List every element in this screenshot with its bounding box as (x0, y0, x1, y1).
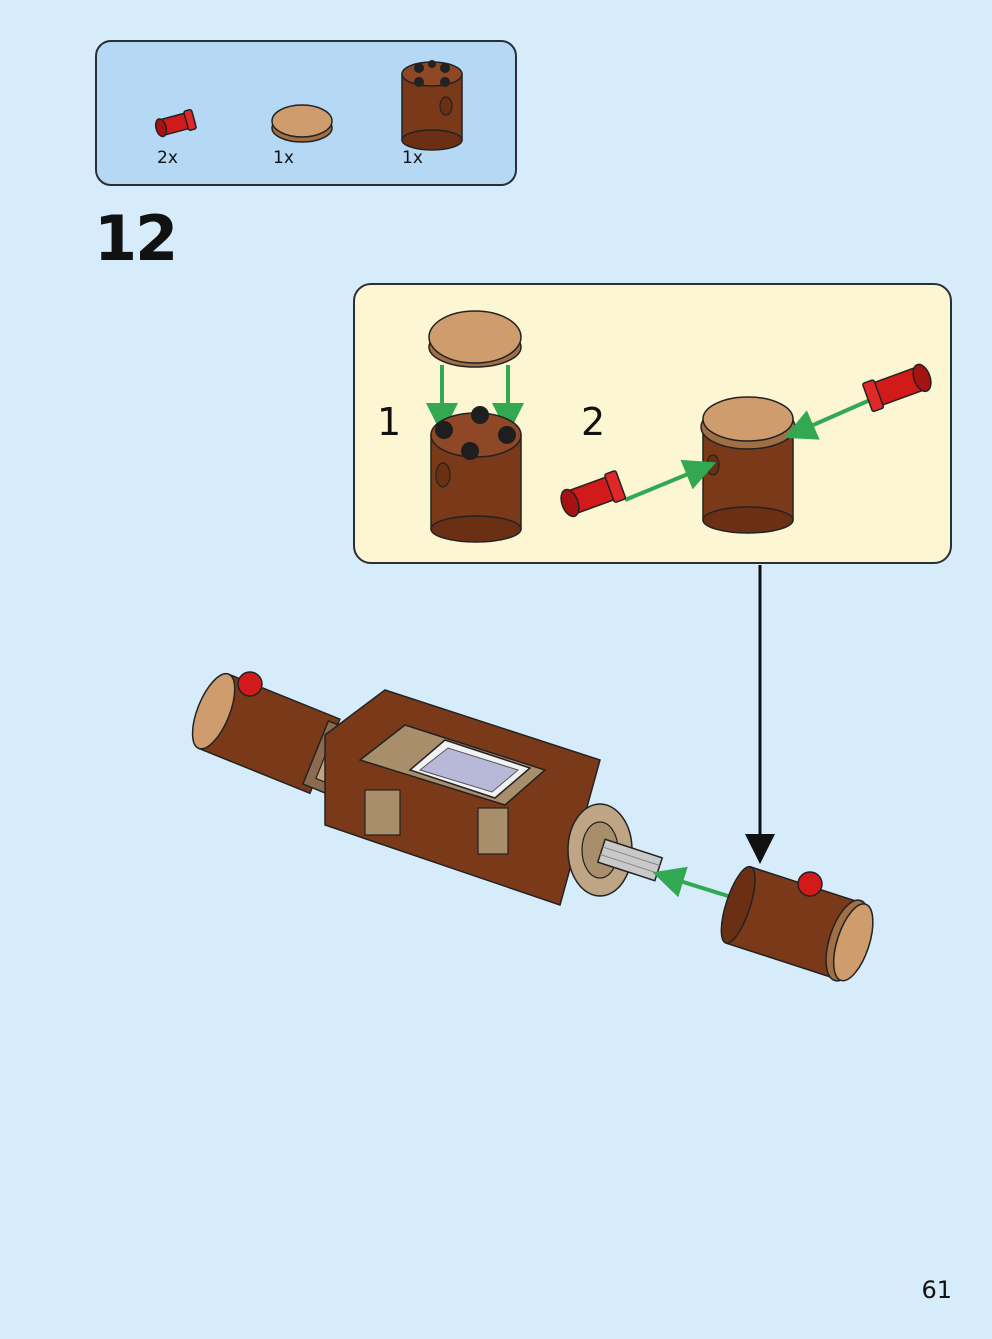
parts-illustrations (154, 60, 463, 151)
green-arrow-icon (784, 398, 871, 440)
green-arrow-icon (652, 866, 729, 898)
grey-axle-icon (596, 838, 664, 882)
sub-assembly-box: 1 2 (353, 283, 952, 564)
parts-list-box: 2x 1x 1x (95, 40, 517, 186)
part-quantity-brick: 1x (402, 148, 423, 168)
red-pin-connector-icon (797, 871, 823, 897)
red-pin-connector-icon (862, 363, 932, 413)
tan-round-tile-icon (271, 104, 333, 143)
step-number: 12 (94, 202, 178, 275)
tile-above-brick-icon (428, 310, 522, 368)
built-model (191, 671, 874, 982)
red-pin-connector-icon (237, 671, 263, 697)
red-pin-connector-icon (560, 470, 627, 518)
part-quantity-tile: 1x (273, 148, 294, 168)
red-pin-connector-icon (154, 108, 197, 138)
brown-round-brick-icon (430, 406, 522, 543)
page-number: 61 (921, 1276, 952, 1304)
sub-assembly-illustrations (426, 310, 932, 543)
sub-step-number-1: 1 (377, 400, 402, 444)
part-quantity-pin: 2x (157, 148, 178, 168)
brown-round-brick-icon (401, 60, 463, 151)
sub-step-number-2: 2 (581, 400, 606, 444)
capped-brick-icon (700, 396, 796, 534)
green-arrow-icon (624, 459, 717, 502)
